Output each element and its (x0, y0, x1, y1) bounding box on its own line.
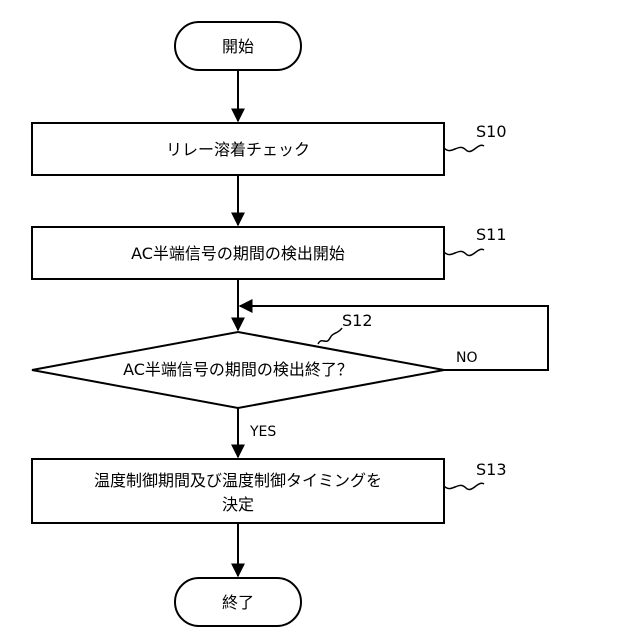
start-terminal: 開始 (175, 22, 301, 70)
process-s13: 温度制御期間及び温度制御タイミングを 決定 S13 (32, 459, 507, 523)
s13-step-id: S13 (476, 460, 507, 479)
yes-label: YES (249, 424, 276, 440)
s13-label-line2: 決定 (222, 495, 254, 514)
s10-leader (444, 145, 484, 151)
s10-step-id: S10 (476, 122, 507, 141)
process-s11: AC半端信号の期間の検出開始 S11 (32, 225, 507, 279)
s12-step-id: S12 (342, 311, 373, 330)
s11-label: AC半端信号の期間の検出開始 (131, 244, 345, 263)
end-terminal: 終了 (175, 578, 301, 626)
s12-leader (318, 328, 342, 344)
process-s10: リレー溶着チェック S10 (32, 122, 507, 175)
no-label: NO (456, 350, 478, 366)
s10-label: リレー溶着チェック (166, 140, 310, 159)
s13-leader (444, 483, 484, 489)
s13-label-line1: 温度制御期間及び温度制御タイミングを (94, 471, 382, 490)
start-label: 開始 (222, 37, 254, 56)
s12-label: AC半端信号の期間の検出終了？ (123, 360, 353, 379)
s11-step-id: S11 (476, 225, 507, 244)
end-label: 終了 (222, 593, 254, 612)
s11-leader (444, 249, 484, 255)
